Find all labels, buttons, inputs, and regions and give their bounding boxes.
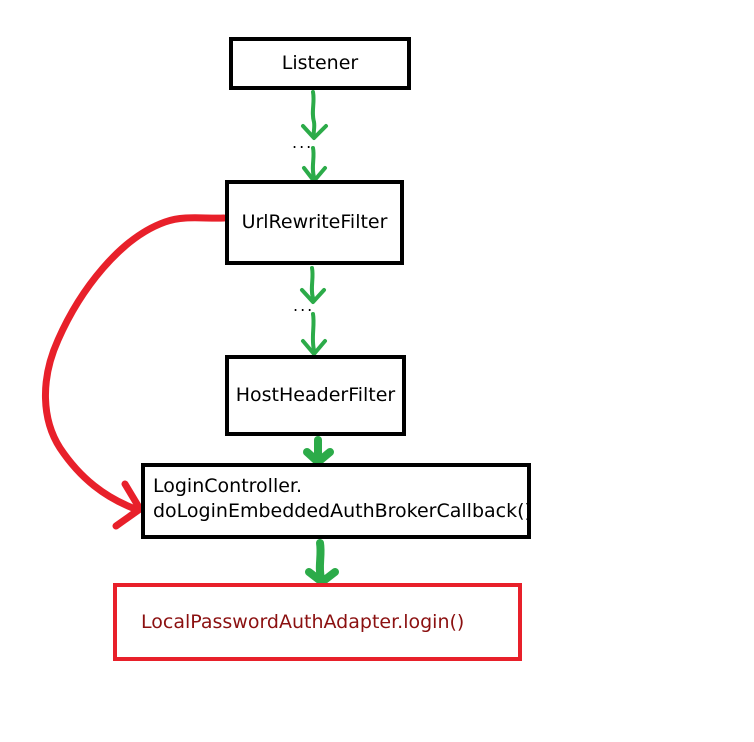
arrow-listener-to-dots [301, 90, 328, 140]
node-urlrewritefilter: UrlRewriteFilter [225, 180, 404, 265]
node-logincontroller: LoginController. doLoginEmbeddedAuthBrok… [141, 463, 532, 539]
arrow-hostheader-to-logincontroller [303, 436, 334, 466]
bypass-arrow-urlrewrite-to-logincontroller [41, 214, 228, 530]
node-hostheaderfilter-label: HostHeaderFilter [235, 384, 396, 407]
arrow-dots-to-hostheader [301, 312, 327, 356]
node-listener-label: Listener [281, 52, 359, 75]
node-localpasswordauthadapter-label: LocalPasswordAuthAdapter.login() [141, 610, 465, 633]
ellipsis-1: ... [292, 133, 314, 152]
arrow-dots-to-urlrewrite [302, 146, 327, 183]
node-localpasswordauthadapter: LocalPasswordAuthAdapter.login() [113, 583, 522, 661]
arrow-logincontroller-to-adapter [305, 539, 339, 586]
ellipsis-2: ... [293, 296, 315, 315]
node-logincontroller-label-line1: LoginController. [153, 475, 303, 497]
node-hostheaderfilter: HostHeaderFilter [225, 355, 406, 436]
node-logincontroller-label-line2: doLoginEmbeddedAuthBrokerCallback() [153, 499, 532, 522]
node-listener: Listener [229, 37, 411, 90]
arrow-urlrewrite-to-dots [300, 266, 326, 304]
node-urlrewritefilter-label: UrlRewriteFilter [241, 211, 388, 234]
